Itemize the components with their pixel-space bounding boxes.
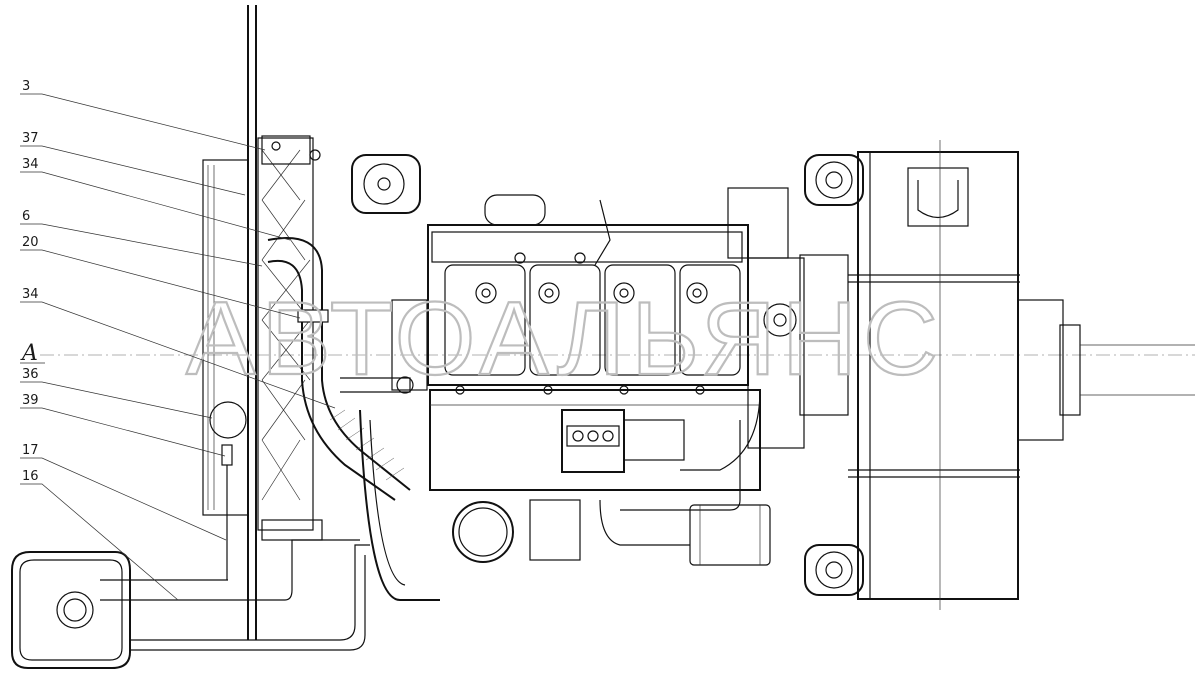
callout-39: 39 (22, 393, 39, 408)
callout-17: 17 (22, 443, 39, 458)
callout-3: 3 (22, 79, 30, 94)
callout-34-top: 34 (22, 157, 39, 172)
callout-37: 37 (22, 131, 39, 146)
callout-view-a: A (20, 341, 38, 366)
leader-lines (20, 93, 336, 601)
expansion-ball (209, 401, 247, 439)
callout-labels: 3 37 34 6 20 34 A 36 39 17 16 (20, 79, 39, 484)
radiator-fan-assembly (202, 5, 323, 640)
callout-6: 6 (22, 209, 30, 224)
coolant-hoses (267, 237, 414, 501)
callout-34-bottom: 34 (22, 287, 39, 302)
watermark-text: АВТОАЛЬЯНС (186, 281, 944, 397)
tank (11, 539, 370, 669)
gearbox-housing (727, 140, 1195, 610)
engine-block (351, 154, 771, 601)
callout-20: 20 (22, 235, 39, 250)
callout-16: 16 (22, 469, 39, 484)
callout-36: 36 (22, 367, 39, 382)
